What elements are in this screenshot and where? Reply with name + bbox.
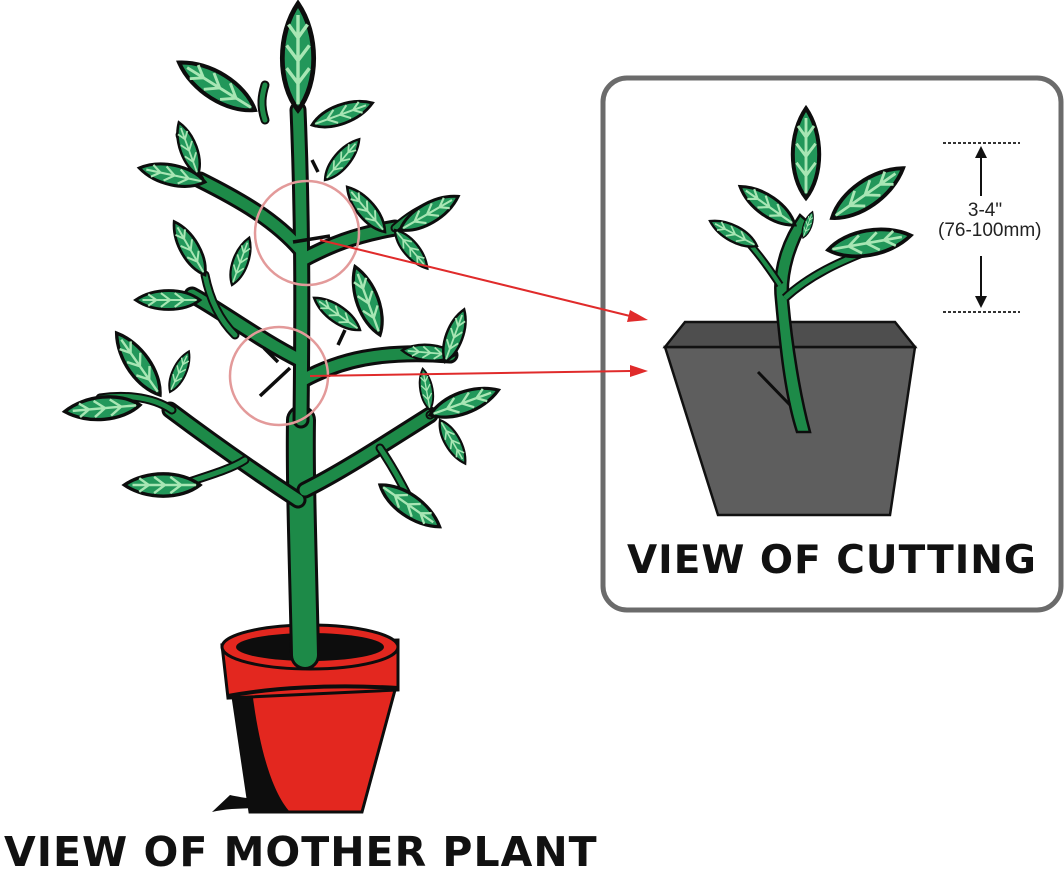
mother-leaves (64, 4, 502, 536)
cutting-caption: VIEW OF CUTTING (627, 538, 1037, 583)
mother-plant-caption: VIEW OF MOTHER PLANT (4, 828, 598, 876)
measure-mm-label: (76-100mm) (938, 220, 1038, 242)
measure-inches-label: 3-4" (955, 200, 1015, 222)
